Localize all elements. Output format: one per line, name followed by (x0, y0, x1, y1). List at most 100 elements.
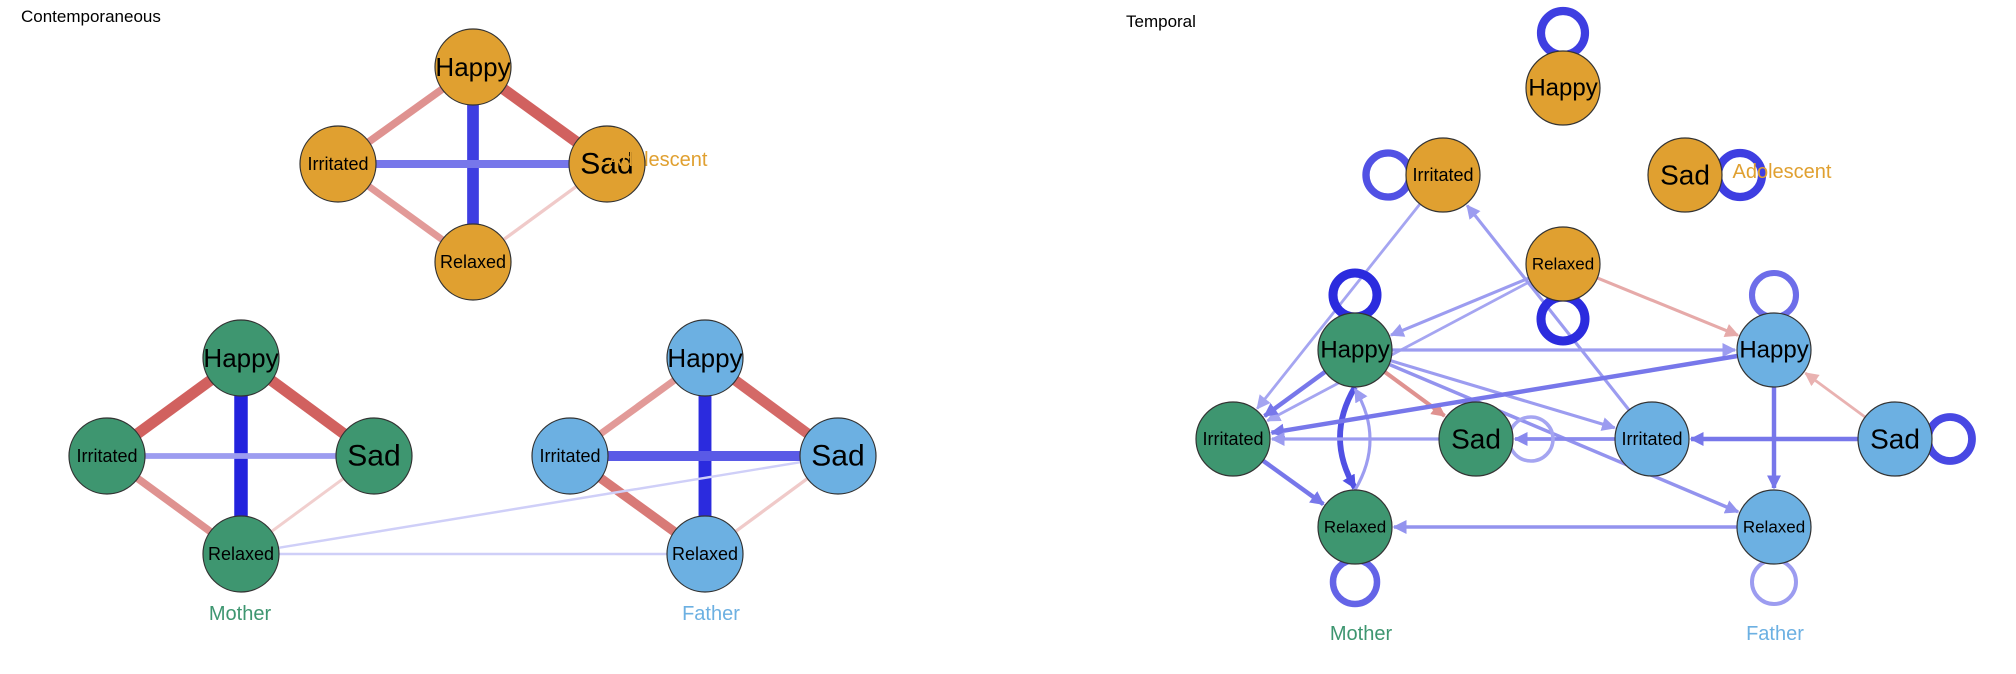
edge-a-happy-a-irritated (366, 86, 445, 145)
node-label: Sad (811, 440, 864, 473)
node-f-sad: Sad (1857, 401, 1933, 477)
node-label: Irritated (1621, 429, 1682, 449)
node-m-sad: Sad (1438, 401, 1514, 477)
edge-m-sad-m-relaxed (270, 477, 345, 533)
node-circle (666, 319, 744, 397)
father-group-label: Father (1746, 623, 1804, 645)
mother-group-label: Mother (209, 603, 272, 625)
node-m-irritated: Irritated (68, 417, 146, 495)
edge-a-relaxed-m-happy (1389, 276, 1530, 337)
edges-layer (1256, 203, 1867, 534)
node-label: Irritated (539, 446, 600, 466)
node-a-sad: Sad (568, 125, 646, 203)
edge-a-happy-a-sad (500, 84, 580, 147)
edges-layer (134, 84, 811, 556)
edge-f-sad-f-relaxed (734, 477, 809, 533)
node-circle (666, 515, 744, 593)
node-label: Sad (1870, 424, 1920, 455)
node-label: Relaxed (1324, 518, 1386, 537)
node-a-irritated: Irritated (1405, 137, 1481, 213)
node-label: Sad (580, 148, 633, 181)
node-a-relaxed: Relaxed (1525, 226, 1601, 302)
adolescent-group-label: Adolescent (1733, 161, 1832, 183)
node-circle (434, 28, 512, 106)
self-loop-m-relaxed (1329, 556, 1381, 608)
node-a-irritated: Irritated (299, 125, 377, 203)
node-circle (1857, 401, 1933, 477)
node-circle (1614, 401, 1690, 477)
edge-m-relaxed-f-sad (278, 460, 801, 550)
node-label: Relaxed (1532, 255, 1594, 274)
adolescent-group-label: Adolescent (609, 149, 708, 171)
node-f-relaxed: Relaxed (666, 515, 744, 593)
self-loop-f-relaxed (1750, 558, 1798, 606)
node-circle (335, 417, 413, 495)
node-m-relaxed: Relaxed (1317, 489, 1393, 565)
node-a-relaxed: Relaxed (434, 223, 512, 301)
node-label: Irritated (1202, 429, 1263, 449)
self-loop-a-irritated (1362, 149, 1414, 201)
edge-m-happy-m-irritated (1263, 370, 1327, 418)
edge-f-happy-f-irritated (598, 377, 677, 437)
node-m-sad: Sad (335, 417, 413, 495)
node-label: Happy (435, 52, 510, 82)
edge-f-sad-f-happy (1804, 371, 1867, 419)
node-circle (1405, 137, 1481, 213)
edge-f-happy-f-sad (732, 376, 811, 438)
node-label: Irritated (76, 446, 137, 466)
node-circle (299, 125, 377, 203)
contemporaneous-panel-title: Contemporaneous (21, 7, 161, 26)
node-circle (1736, 489, 1812, 565)
node-circle (202, 515, 280, 593)
edge-a-relaxed-f-happy (1596, 276, 1740, 338)
node-circle (1317, 312, 1393, 388)
edge-f-irritated-f-relaxed (598, 474, 677, 536)
node-circle (1525, 226, 1601, 302)
node-circle (531, 417, 609, 495)
node-circle (568, 125, 646, 203)
self-loop-m-happy (1328, 268, 1382, 322)
father-group-label: Father (682, 603, 740, 625)
node-a-happy: Happy (434, 28, 512, 106)
node-circle (1438, 401, 1514, 477)
node-label: Relaxed (440, 252, 506, 272)
node-circle (1525, 50, 1601, 126)
node-label: Happy (1528, 75, 1597, 102)
node-label: Happy (1320, 337, 1389, 364)
edge-m-happy-m-sad (268, 376, 347, 438)
node-f-happy: Happy (666, 319, 744, 397)
node-a-sad: Sad (1647, 137, 1723, 213)
node-m-relaxed: Relaxed (202, 515, 280, 593)
node-label: Irritated (307, 154, 368, 174)
node-label: Relaxed (1743, 518, 1805, 537)
mother-group-label: Mother (1330, 623, 1393, 645)
edge-m-happy-m-irritated (134, 375, 214, 439)
node-f-happy: Happy (1736, 312, 1812, 388)
node-label: Happy (203, 343, 278, 373)
edge-m-irritated-m-relaxed (135, 475, 213, 535)
self-loop-f-happy (1748, 269, 1800, 321)
edge-f-happy-m-irritated (1270, 353, 1738, 438)
edge-a-sad-a-relaxed (502, 185, 578, 241)
edge-m-irritated-m-relaxed (1261, 458, 1325, 506)
node-m-irritated: Irritated (1195, 401, 1271, 477)
node-label: Relaxed (208, 544, 274, 564)
edge-a-irritated-a-relaxed (366, 183, 445, 243)
node-m-happy: Happy (202, 319, 280, 397)
node-label: Sad (1660, 160, 1710, 191)
node-f-irritated: Irritated (1614, 401, 1690, 477)
self-loops-layer (1328, 6, 1976, 608)
node-circle (1647, 137, 1723, 213)
node-label: Happy (1739, 337, 1808, 364)
self-loop-a-happy (1536, 6, 1590, 60)
node-f-irritated: Irritated (531, 417, 609, 495)
node-label: Sad (347, 440, 400, 473)
temporal-panel-title: Temporal (1126, 12, 1196, 31)
node-circle (1317, 489, 1393, 565)
node-m-happy: Happy (1317, 312, 1393, 388)
node-circle (1736, 312, 1812, 388)
